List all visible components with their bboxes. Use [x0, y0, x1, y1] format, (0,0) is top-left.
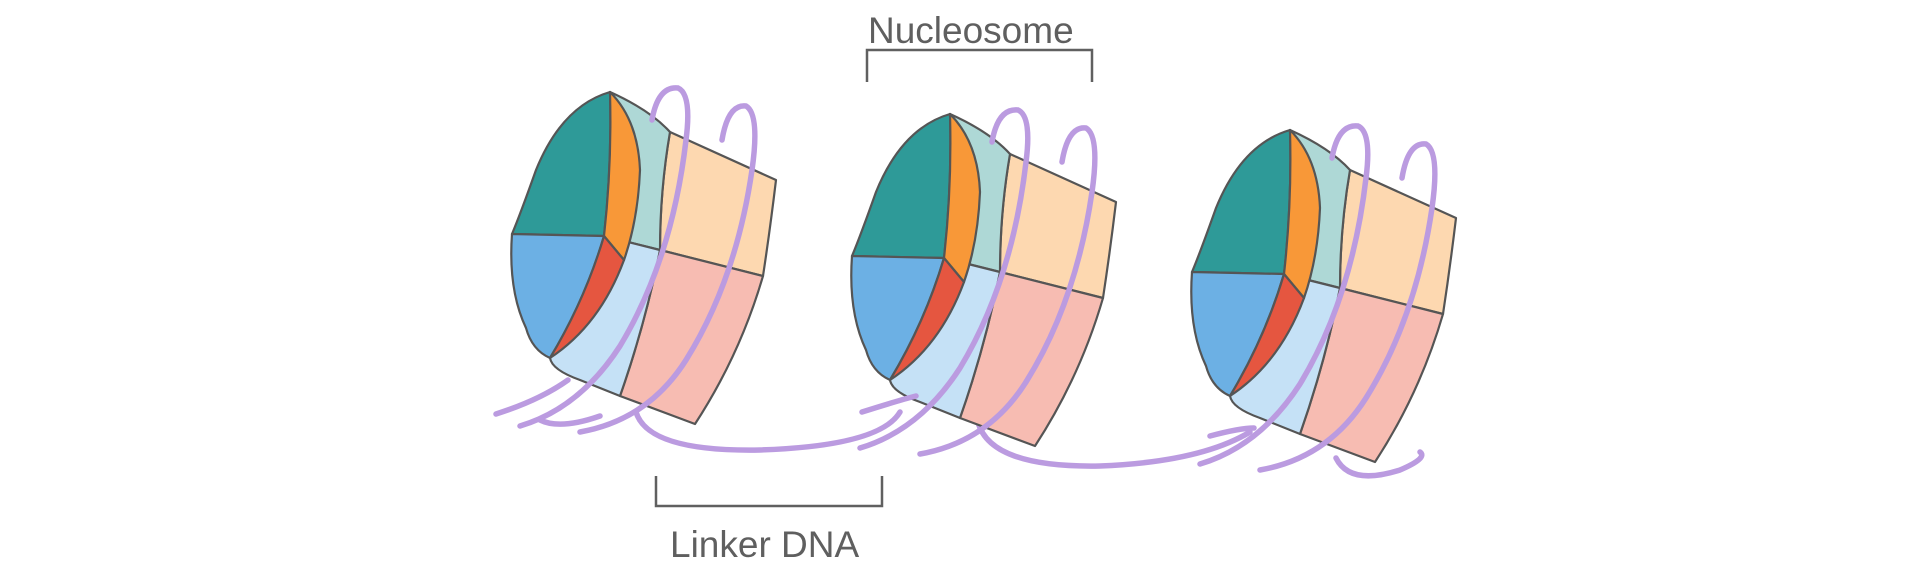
nucleosome-bracket	[865, 48, 1094, 82]
nucleosome-icon	[1191, 126, 1456, 470]
dna-strand-icon	[493, 377, 1425, 479]
linker-dna-label: Linker DNA	[670, 524, 860, 565]
nucleosome-label: Nucleosome	[868, 10, 1074, 51]
nucleosome-icon	[511, 88, 776, 432]
linker-dna-bracket	[654, 476, 884, 508]
